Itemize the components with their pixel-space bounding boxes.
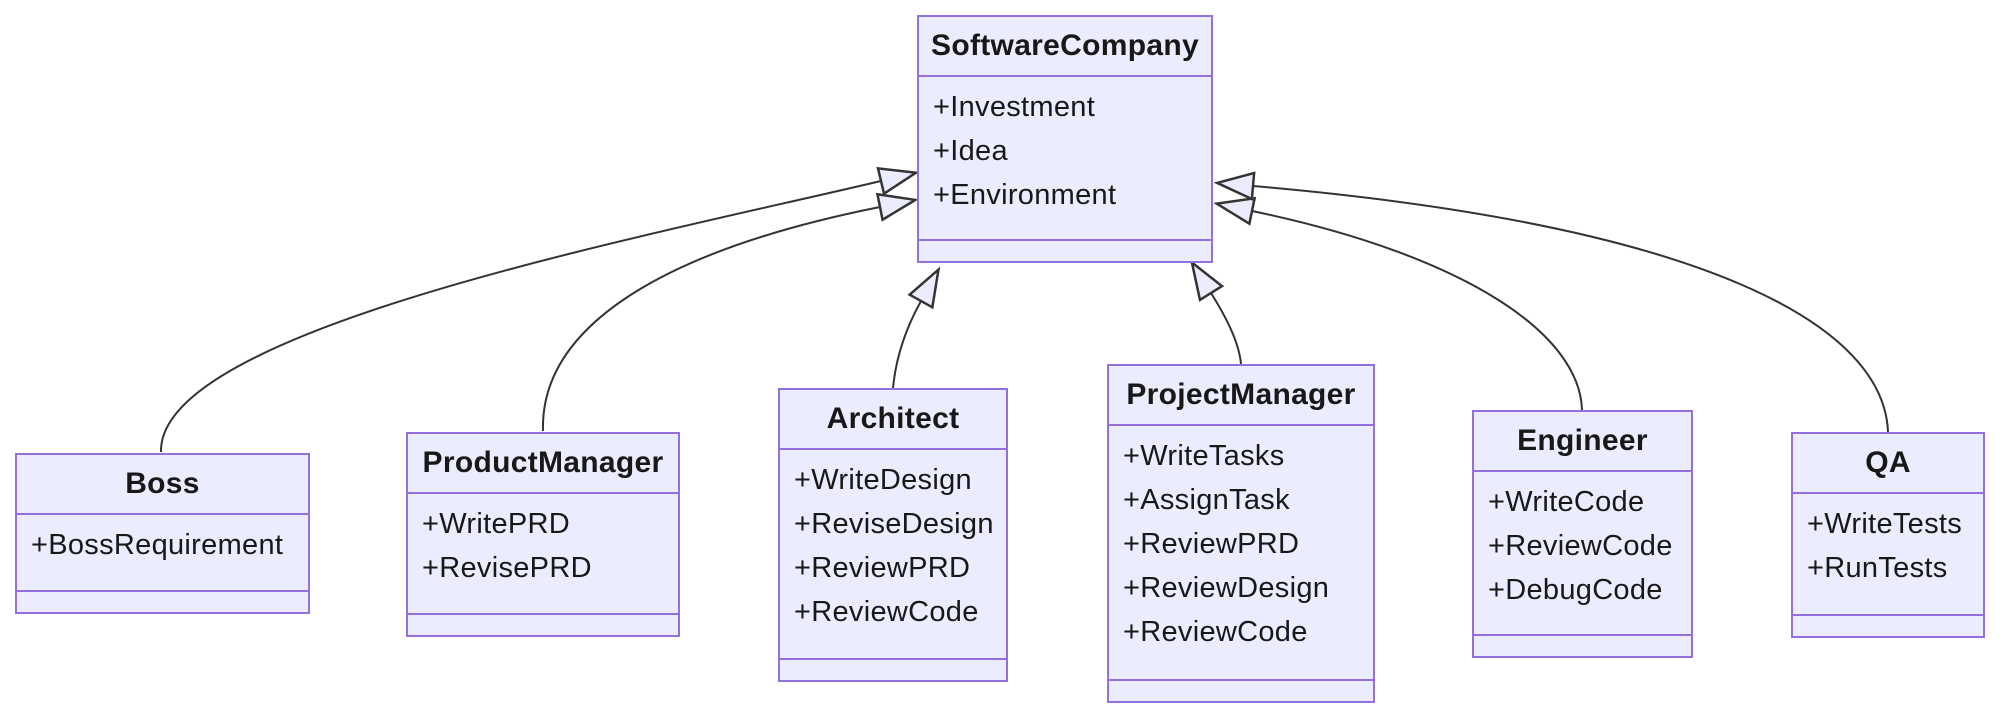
class-attribute: +Environment [933,179,1117,211]
class-attribute: +ReviewDesign [1123,572,1330,604]
class-attribute: +ReviewCode [1488,530,1673,562]
class-title: ProductManager [408,434,678,494]
class-boss: Boss +BossRequirement [15,453,310,614]
class-attribute: +AssignTask [1123,484,1290,516]
class-attribute: +ReviewCode [1123,616,1308,648]
class-attribute: +WriteTasks [1123,440,1285,472]
class-title: Architect [780,390,1006,450]
class-methods-empty [408,615,678,635]
class-title: Engineer [1474,412,1691,472]
edge-boss-to-softwarecompany [159,181,881,453]
class-title: ProjectManager [1109,366,1373,426]
class-title: SoftwareCompany [919,17,1211,77]
class-productmanager: ProductManager +WritePRD +RevisePRD [406,432,680,637]
class-attributes: +WriteTests +RunTests [1793,494,1983,616]
class-attributes: +WritePRD +RevisePRD [408,494,678,615]
class-attribute: +WriteDesign [794,464,972,496]
class-attribute: +DebugCode [1488,574,1663,606]
class-attribute: +ReviewPRD [1123,528,1300,560]
class-methods-empty [1109,681,1373,701]
class-softwarecompany: SoftwareCompany +Investment +Idea +Envir… [917,15,1213,263]
class-attribute: +RunTests [1807,552,1948,584]
class-attribute: +WriteCode [1488,486,1645,518]
class-attribute: +Idea [933,135,1008,167]
class-title: Boss [17,455,308,515]
class-methods-empty [1793,616,1983,636]
class-attributes: +BossRequirement [17,515,308,592]
class-attributes: +Investment +Idea +Environment [919,77,1211,241]
class-qa: QA +WriteTests +RunTests [1791,432,1985,638]
edge-projectmanager-to-softwarecompany [1211,293,1242,365]
class-attribute: +RevisePRD [422,552,592,584]
class-methods-empty [17,592,308,612]
edge-architect-to-softwarecompany [892,301,921,389]
class-title: QA [1793,434,1983,494]
class-attribute: +ReviewPRD [794,552,971,584]
class-methods-empty [1474,636,1691,656]
class-attribute: +WritePRD [422,508,570,540]
class-methods-empty [919,241,1211,261]
class-methods-empty [780,660,1006,680]
class-attribute: +Investment [933,91,1096,123]
class-attributes: +WriteDesign +ReviseDesign +ReviewPRD +R… [780,450,1006,660]
class-engineer: Engineer +WriteCode +ReviewCode +DebugCo… [1472,410,1693,658]
class-architect: Architect +WriteDesign +ReviseDesign +Re… [778,388,1008,682]
class-attributes: +WriteTasks +AssignTask +ReviewPRD +Revi… [1109,426,1373,681]
class-projectmanager: ProjectManager +WriteTasks +AssignTask +… [1107,364,1375,703]
class-attribute: +WriteTests [1807,508,1963,540]
class-attribute: +ReviewCode [794,596,979,628]
class-attribute: +ReviseDesign [794,508,994,540]
class-attributes: +WriteCode +ReviewCode +DebugCode [1474,472,1691,636]
class-attribute: +BossRequirement [31,529,284,561]
